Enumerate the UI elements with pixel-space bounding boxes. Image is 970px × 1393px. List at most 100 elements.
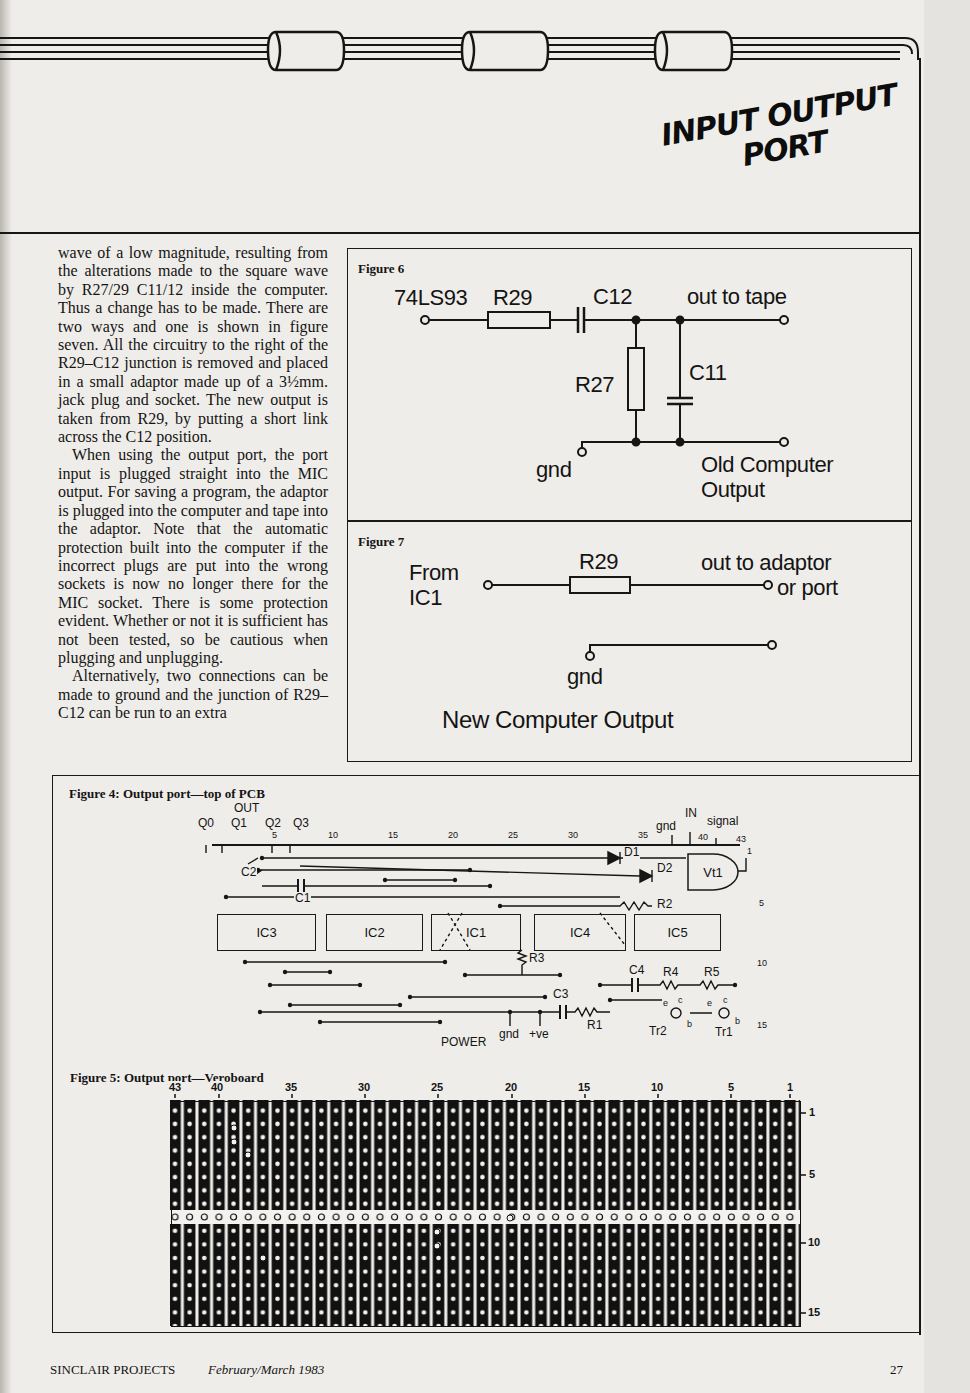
pcb-pad bbox=[463, 973, 467, 977]
component-name: Vt1 bbox=[703, 865, 723, 880]
pcb-pad bbox=[488, 884, 492, 888]
body-paragraph: Alternatively, two connections can be ma… bbox=[58, 667, 328, 722]
figure-6-schematic bbox=[633, 439, 640, 446]
pcb-wiring bbox=[500, 902, 652, 910]
pin-label: 20 bbox=[447, 830, 459, 840]
figure-6-schematic bbox=[628, 348, 644, 410]
component-label: gnd bbox=[655, 820, 677, 833]
figure-6-schematic bbox=[488, 312, 550, 328]
pcb-wiring bbox=[206, 845, 290, 853]
cable-header bbox=[0, 232, 920, 234]
veroboard bbox=[170, 1094, 806, 1326]
cable-header bbox=[0, 38, 920, 1335]
component-name: IC5 bbox=[667, 925, 687, 940]
pcb-pad bbox=[538, 1010, 542, 1014]
pcb-wiring bbox=[262, 885, 490, 886]
cable-header bbox=[0, 51, 900, 53]
transistor-outline bbox=[688, 854, 738, 890]
pcb-wiring bbox=[719, 1008, 729, 1018]
pcb-wiring bbox=[600, 981, 735, 989]
pcb-pad bbox=[243, 960, 247, 964]
grid-number: 1 bbox=[786, 1081, 794, 1093]
pcb-wiring bbox=[632, 978, 638, 992]
pcb-wiring bbox=[671, 1008, 681, 1018]
cable-header bbox=[0, 38, 918, 60]
component-label: POWER bbox=[440, 1036, 487, 1049]
figure-6-schematic bbox=[667, 398, 693, 404]
pin-label: c bbox=[722, 995, 729, 1005]
cable-clip bbox=[268, 32, 732, 70]
component-label: Q1 bbox=[230, 817, 248, 830]
grid-number: 25 bbox=[430, 1081, 444, 1093]
pin-label: 35 bbox=[637, 830, 649, 840]
veroboard bbox=[507, 1215, 513, 1221]
page-edges bbox=[924, 0, 970, 1393]
veroboard bbox=[170, 1224, 800, 1326]
figure-7-schematic bbox=[764, 581, 772, 589]
pcb-pad bbox=[224, 856, 737, 1024]
pin-label: 5 bbox=[271, 830, 278, 840]
figure-caption: Figure 4: Output port—top of PCB bbox=[69, 786, 265, 801]
pcb-wiring bbox=[298, 879, 304, 893]
pin-label: b bbox=[686, 1019, 693, 1029]
component-label: signal bbox=[706, 815, 739, 828]
schematic-label: C12 bbox=[592, 284, 633, 309]
cable-header bbox=[0, 58, 900, 60]
pcb-wiring bbox=[518, 950, 526, 975]
grid-number: 1 bbox=[808, 1106, 816, 1118]
pin-label: 30 bbox=[567, 830, 579, 840]
pcb-pad bbox=[328, 970, 332, 974]
pcb-wiring bbox=[212, 844, 740, 846]
ic-box: IC3 bbox=[217, 914, 316, 951]
component-name: IC2 bbox=[364, 925, 384, 940]
pcb-wiring bbox=[270, 984, 360, 985]
schematic-label: 74LS93 bbox=[393, 285, 468, 310]
figure-caption: Figure 7 bbox=[358, 534, 404, 549]
pin-label: e bbox=[662, 998, 669, 1008]
schematic-label: out to adaptor or port bbox=[776, 550, 850, 600]
grid-number: 15 bbox=[807, 1306, 821, 1318]
pcb-pad bbox=[733, 983, 737, 987]
schematic-label: From IC1 bbox=[408, 560, 472, 610]
pin-label: c bbox=[677, 995, 684, 1005]
grid-number: 30 bbox=[357, 1081, 371, 1093]
component-label: R4 bbox=[662, 966, 679, 979]
body-paragraph: wave of a low magnitude, resulting from … bbox=[58, 244, 328, 446]
veroboard bbox=[231, 1139, 237, 1145]
ic-box: IC5 bbox=[634, 914, 721, 951]
footer-text: 27 bbox=[890, 1362, 903, 1377]
pcb-pad bbox=[453, 878, 457, 882]
footer-text: February/March 1983 bbox=[208, 1362, 324, 1377]
pcb-pad bbox=[543, 995, 547, 999]
figure-6-schematic bbox=[578, 448, 586, 456]
veroboard bbox=[434, 1243, 440, 1249]
pcb-pad bbox=[398, 1003, 402, 1007]
pcb-pad bbox=[508, 1010, 512, 1014]
component-label: Q3 bbox=[292, 817, 310, 830]
veroboard bbox=[170, 1100, 800, 1210]
figure-7-schematic bbox=[484, 577, 776, 660]
pcb-wiring bbox=[226, 896, 620, 897]
pin-label: e bbox=[706, 998, 713, 1008]
figure-6-schematic bbox=[421, 316, 429, 324]
veroboard bbox=[434, 1229, 440, 1235]
pcb-pad bbox=[598, 983, 602, 987]
component-label: Tr1 bbox=[714, 1026, 734, 1039]
schematic-label: R27 bbox=[574, 372, 615, 397]
pcb-pad bbox=[268, 983, 272, 987]
pcb-wiring bbox=[410, 996, 545, 997]
grid-number: 40 bbox=[210, 1081, 224, 1093]
ic-box: IC1 bbox=[431, 914, 521, 951]
veroboard bbox=[231, 1125, 237, 1131]
schematic-label: C11 bbox=[688, 360, 728, 385]
veroboard-frame: Figure 5: Output port—Veroboard bbox=[171, 1101, 801, 1327]
component-name: IC4 bbox=[570, 925, 590, 940]
figure-7-schematic bbox=[590, 645, 768, 652]
figure-caption: Figure 6 bbox=[358, 261, 404, 276]
pcb-wiring bbox=[610, 1000, 712, 1013]
cable-clip bbox=[276, 32, 280, 70]
pin-label: 40 bbox=[697, 832, 709, 842]
pcb-pad bbox=[438, 1020, 442, 1024]
component-label: R3 bbox=[528, 952, 545, 965]
